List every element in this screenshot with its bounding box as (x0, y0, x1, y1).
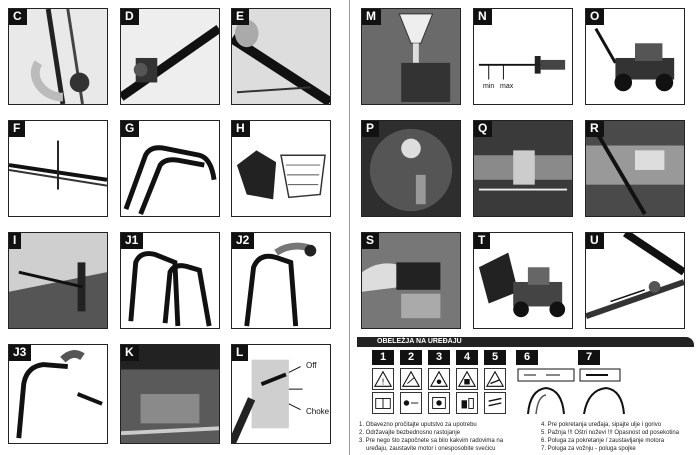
panel-label: I (9, 233, 22, 249)
panel-j1: J1 (120, 232, 220, 329)
legend-item: 7. Poluga za vožnju - poluga spojke (541, 446, 636, 452)
panel-g: G (120, 120, 220, 217)
safety-distance-warning-icon (400, 368, 422, 390)
safety-distance-icon (400, 392, 422, 414)
panel-label: C (9, 9, 27, 25)
panel-e: E (231, 8, 331, 105)
panel-label: G (121, 121, 140, 137)
panel-t: T (473, 232, 573, 329)
drive-lever-icon (578, 368, 638, 416)
panel-label: U (586, 233, 604, 249)
panel-label: O (586, 9, 605, 25)
panel-label: H (232, 121, 250, 137)
panel-label: Q (474, 121, 493, 137)
section-title: OBELEŽJA NA UREĐAJU (377, 338, 462, 345)
panel-j3: J3 (8, 344, 108, 444)
symbol-number: 4 (456, 350, 478, 365)
panel-label: D (121, 9, 139, 25)
legend-right: 4. Pre pokretanja uređaja, sipajte ulje … (541, 421, 691, 453)
panel-label: J1 (121, 233, 144, 249)
spring-mechanism-illustration (474, 121, 572, 216)
symbol-number: 3 (428, 350, 450, 365)
legend-item: 5. Pažnja !!! Oštri noževi !!! Opasnost … (541, 430, 680, 436)
engine-stop-lever-icon (516, 368, 576, 416)
svg-text:!: ! (381, 376, 384, 386)
page-divider (349, 0, 350, 455)
legend-item: 4. Pre pokretanja uređaja, sipajte ulje … (541, 422, 662, 428)
panel-n: N min max (473, 8, 573, 105)
panel-p: P (361, 120, 461, 217)
panel-label: R (586, 121, 604, 137)
panel-s: S (361, 232, 461, 329)
panel-label: J3 (9, 345, 32, 361)
legend-item: uređaju, zaustavite motor i onesposobite… (366, 446, 496, 452)
throttle-choke-label: Choke (306, 407, 330, 416)
panel-h: H (231, 120, 331, 217)
sharp-blades-warning-icon (484, 368, 506, 390)
height-adjust-illustration (586, 233, 684, 328)
blade-check-illustration (362, 121, 460, 216)
engine-lever-illustration (121, 345, 219, 443)
read-manual-icon (372, 392, 394, 414)
panel-m: M (361, 8, 461, 105)
throttle-off-label: Off (306, 361, 317, 370)
spark-plug-warning-icon (428, 368, 450, 390)
spark-plug-icon (428, 392, 450, 414)
legend-left: 1. Obavezno pročitajte uputstvo za upotr… (359, 421, 539, 453)
dipstick-min-label: min (483, 83, 495, 90)
symbol-number: 5 (484, 350, 506, 365)
panel-c: C (8, 8, 108, 105)
handle-lock-illustration (9, 345, 107, 443)
symbol-number: 6 (516, 350, 538, 365)
panel-label: S (362, 233, 380, 249)
panel-i: I (8, 232, 108, 329)
dipstick-illustration (474, 9, 572, 104)
mower-catcher-illustration (474, 233, 572, 328)
panel-label: F (9, 121, 26, 137)
panel-label: L (232, 345, 249, 361)
panel-label: T (474, 233, 491, 249)
panel-label: E (232, 9, 250, 25)
panel-label: M (362, 9, 381, 25)
read-manual-warning-icon: ! (372, 368, 394, 390)
panel-d: D (120, 8, 220, 105)
panel-j2: J2 (231, 232, 331, 329)
panel-k: K (120, 344, 220, 444)
panel-label: P (362, 121, 380, 137)
panel-f: F (8, 120, 108, 217)
section-header: OBELEŽJA NA UREĐAJU (357, 337, 694, 347)
panel-label: K (121, 345, 139, 361)
cable-ties-illustration (9, 121, 107, 216)
panel-o: O (585, 8, 685, 105)
panel-u: U (585, 232, 685, 329)
dipstick-max-label: max (500, 83, 514, 90)
panel-q: Q (473, 120, 573, 217)
panel-l: L Off Choke (231, 344, 331, 444)
throttle-lever-illustration (232, 345, 330, 443)
panel-label: J2 (232, 233, 255, 249)
cable-adjust-illustration (586, 121, 684, 216)
symbol-number: 2 (400, 350, 422, 365)
legend-item: 3. Pre nego što započnete sa bilo kakvim… (359, 438, 504, 444)
symbol-number: 7 (578, 350, 600, 365)
sharp-blades-icon (484, 392, 506, 414)
legend-item: 6. Poluga za pokretanje / zaustavljanje … (541, 438, 665, 444)
oil-fuel-warning-icon (456, 368, 478, 390)
panel-label: N (474, 9, 492, 25)
symbol-number: 1 (372, 350, 394, 365)
legend-item: 1. Obavezno pročitajte uputstvo za upotr… (359, 422, 477, 428)
oil-fuel-icon (456, 392, 478, 414)
legend-item: 2. Održavajte bezbednosno rastojanje (359, 430, 461, 436)
panel-r: R (585, 120, 685, 217)
catcher-mount-illustration (9, 233, 107, 328)
